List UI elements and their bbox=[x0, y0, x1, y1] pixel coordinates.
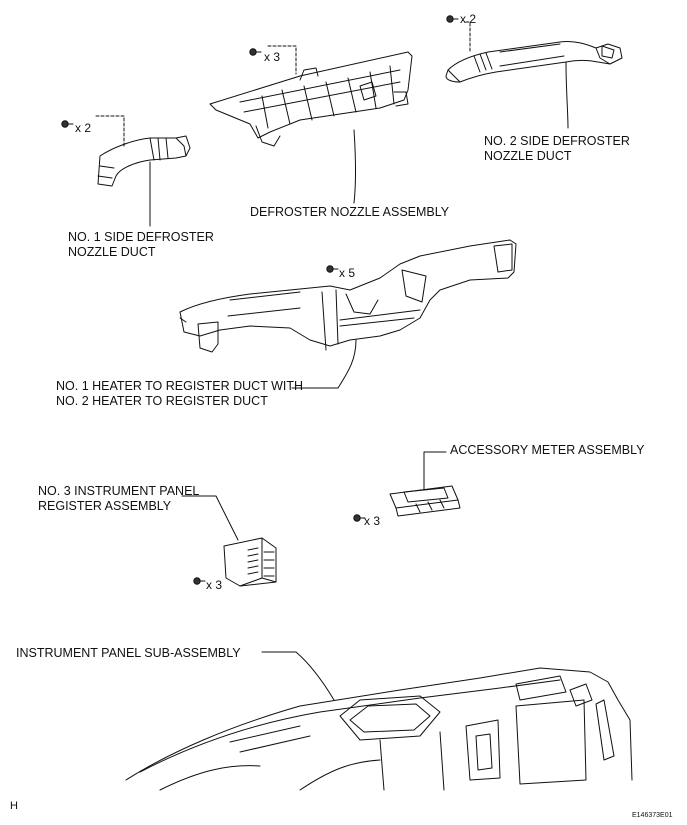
screw-icon bbox=[353, 514, 366, 522]
screw-icon bbox=[61, 120, 74, 128]
leader-line bbox=[353, 129, 356, 204]
figure-id: E146373E01 bbox=[632, 812, 673, 819]
label-line: NO. 1 SIDE DEFROSTER bbox=[68, 230, 214, 244]
screw-icon bbox=[446, 15, 459, 23]
label-register-3: NO. 3 INSTRUMENT PANEL REGISTER ASSEMBLY bbox=[38, 484, 199, 514]
side-defroster-duct-1 bbox=[97, 135, 191, 187]
leader-line bbox=[181, 495, 239, 541]
view-letter: H bbox=[10, 800, 18, 812]
label-line: NO. 3 INSTRUMENT PANEL bbox=[38, 484, 200, 498]
fastener-qty-nozzle: x 3 bbox=[264, 50, 281, 64]
leader-line bbox=[267, 45, 297, 75]
label-heater-ducts: NO. 1 HEATER TO REGISTER DUCT WITH NO. 2… bbox=[56, 379, 303, 409]
leader-line bbox=[337, 339, 357, 389]
screw-icon bbox=[326, 265, 339, 273]
leader-line bbox=[423, 451, 447, 491]
label-instrument-panel: INSTRUMENT PANEL SUB-ASSEMBLY bbox=[16, 646, 241, 660]
fastener-qty-side1: x 2 bbox=[75, 121, 92, 135]
heater-to-register-duct bbox=[179, 239, 517, 353]
leader-line bbox=[565, 61, 569, 129]
label-line: NOZZLE DUCT bbox=[484, 149, 572, 163]
label-defroster-nozzle: DEFROSTER NOZZLE ASSEMBLY bbox=[250, 205, 450, 219]
fastener-qty-heater: x 5 bbox=[339, 266, 356, 280]
instrument-panel-sub-assembly bbox=[125, 667, 633, 791]
leader-line bbox=[465, 21, 471, 53]
leader-line bbox=[261, 651, 335, 701]
label-line: REGISTER ASSEMBLY bbox=[38, 499, 172, 513]
label-line: NOZZLE DUCT bbox=[68, 245, 156, 259]
register-assembly-3 bbox=[223, 537, 277, 587]
label-line: NO. 2 HEATER TO REGISTER DUCT bbox=[56, 394, 268, 408]
defroster-nozzle-assembly bbox=[209, 51, 413, 147]
label-line: NO. 1 HEATER TO REGISTER DUCT WITH bbox=[56, 379, 304, 393]
fastener-qty-side2: x 2 bbox=[460, 12, 477, 26]
label-side-defroster-1: NO. 1 SIDE DEFROSTER NOZZLE DUCT bbox=[68, 230, 214, 260]
screw-icon bbox=[193, 577, 206, 585]
label-side-defroster-2: NO. 2 SIDE DEFROSTER NOZZLE DUCT bbox=[484, 134, 630, 164]
fastener-qty-register: x 3 bbox=[206, 578, 223, 592]
accessory-meter-assembly bbox=[389, 485, 461, 517]
label-line: NO. 2 SIDE DEFROSTER bbox=[484, 134, 630, 148]
side-defroster-duct-2 bbox=[445, 41, 623, 83]
screw-icon bbox=[249, 48, 262, 56]
label-accessory-meter: ACCESSORY METER ASSEMBLY bbox=[450, 443, 645, 457]
leader-line bbox=[95, 115, 125, 149]
fastener-qty-meter: x 3 bbox=[364, 514, 381, 528]
